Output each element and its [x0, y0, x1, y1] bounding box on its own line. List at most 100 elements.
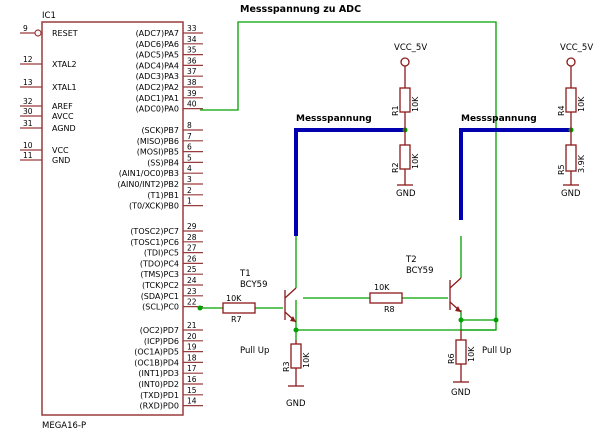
ic1-right-pin: 5 (SS)PB4	[147, 153, 203, 167]
r6-value: 10K	[467, 346, 476, 362]
ic1-right-pin: 29(TOSC2)PC7	[130, 222, 203, 236]
ic1-pin-name: AREF	[52, 102, 73, 111]
ic1-right-pin: 36(ADC4)PA4	[136, 56, 203, 70]
ic1-right-pin: 38(ADC2)PA2	[136, 78, 203, 92]
ic1-pin-number: 9	[23, 24, 28, 33]
ic1-right-pin: 14 (RXD)PD0	[139, 397, 203, 411]
ic1-pin-name: (SS)PB4	[147, 158, 179, 167]
resistor-r2: R2 10K	[391, 130, 420, 185]
gnd-r3: GND	[286, 385, 306, 409]
ic1-part: MEGA16-P	[42, 421, 86, 431]
ic1-pin-number: 27	[187, 244, 197, 253]
t1-emitter-arrow	[290, 316, 296, 322]
gnd-r3-label: GND	[286, 399, 306, 409]
ic1-pin-name: (T0/XCK)PB0	[129, 202, 179, 211]
ic1-pin-name: (OC1A)PD5	[134, 348, 179, 357]
junction-rail	[493, 317, 499, 323]
r8-value: 10K	[374, 283, 390, 292]
ic1-pin-name: (TXD)PD1	[140, 391, 179, 400]
ic1-pin-number: 11	[23, 151, 33, 160]
ic1-ref: IC1	[42, 11, 56, 21]
ic1-right-pin: 27 (TDI)PC5	[144, 244, 203, 258]
ic1-pin-name: VCC	[52, 146, 69, 155]
ic1-pin-name: (ADC0)PA0	[136, 105, 179, 114]
ic1-pin-name: (ADC2)PA2	[136, 83, 179, 92]
ic1-right-pin: 3(AIN0/INT2)PB2	[117, 175, 203, 189]
resistor-r1: R1 10K	[391, 70, 420, 130]
r1-value: 10K	[411, 96, 420, 112]
ic1-pin-name: (RXD)PD0	[139, 402, 179, 411]
ic1-pin-number: 35	[187, 46, 197, 55]
ic1-pin-name: GND	[52, 156, 70, 165]
ic1-pin-number: 18	[187, 353, 197, 362]
transistor-t2: T2 BCY59	[405, 255, 462, 313]
messspannung-label-2: Messspannung	[461, 114, 537, 124]
r3-ref: R3	[282, 361, 291, 372]
ic1-pin-number: 14	[187, 397, 197, 406]
t2-emitter-arrow	[455, 306, 461, 312]
ic1-pin-number: 1	[187, 197, 192, 206]
messspannung-bus-2	[459, 128, 571, 220]
ic1-pin-number: 4	[187, 164, 192, 173]
transistor-t1: T1 BCY59	[239, 269, 297, 323]
ic1-pin-number: 13	[23, 78, 33, 87]
r7-value: 10K	[226, 294, 242, 303]
ic1-pin-number: 31	[23, 119, 33, 128]
r4-value: 10K	[577, 96, 586, 112]
ic1-pin-name: (ADC1)PA1	[136, 94, 179, 103]
ic1-pin-name: (OC1B)PD4	[134, 358, 179, 367]
gnd-r6: GND	[451, 381, 471, 398]
ic1-pin-number: 34	[187, 35, 197, 44]
gnd-r5-label: GND	[561, 189, 581, 199]
ic1-pin-name: (ADC6)PA6	[136, 40, 179, 49]
ic1-pin-number: 10	[23, 141, 33, 150]
wires	[200, 21, 571, 340]
r7-ref: R7	[231, 315, 242, 324]
ic1-right-pin: 35(ADC5)PA5	[136, 46, 203, 60]
reset-inverter-dot	[34, 29, 42, 37]
ic1-left-pins: 9RESET12XTAL213XTAL132AREF30AVCC31AGND10…	[20, 24, 78, 165]
ic1-pin-number: 17	[187, 364, 197, 373]
ic1-pin-number: 19	[187, 343, 197, 352]
ic1-right-pin: 23 (SDA)PC1	[141, 287, 203, 301]
adc-title: Messspannung zu ADC	[240, 4, 361, 15]
t2-part: BCY59	[406, 266, 433, 276]
ic1-pin-number: 40	[187, 100, 197, 109]
ic1-pin-number: 39	[187, 89, 197, 98]
ic1-pin-number: 5	[187, 153, 192, 162]
ic1-right-pin: 37(ADC3)PA3	[136, 67, 203, 81]
r5-ref: R5	[557, 164, 566, 175]
ic1-pin-name: (SDA)PC1	[141, 292, 179, 301]
ic1-right-pin: 33(ADC7)PA7	[136, 24, 203, 38]
ic1-right-pin: 16(INT0)PD2	[138, 375, 203, 389]
resistor-r5: R5 3.9K	[557, 130, 586, 185]
ic1-pin-name: (TDI)PC5	[144, 249, 179, 258]
ic1-pin-number: 12	[23, 55, 33, 64]
messspannung-label-1: Messspannung	[296, 114, 372, 124]
ic1-pin-number: 8	[187, 121, 192, 130]
ic1-pin-number: 23	[187, 287, 197, 296]
r2-value: 10K	[411, 153, 420, 169]
ic1-pin-number: 15	[187, 386, 197, 395]
ic1-pin-number: 29	[187, 222, 197, 231]
resistor-r7: 10K R7	[222, 294, 256, 324]
ic1-right-pin: 8(SCK)PB7	[141, 121, 203, 135]
ic1-pin-name: AVCC	[52, 112, 74, 121]
resistor-r3: R3 10K	[282, 340, 311, 386]
ic1-right-pin: 19 (OC1A)PD5	[134, 343, 203, 357]
ic1-pin-number: 21	[187, 321, 197, 330]
r1-ref: R1	[391, 105, 400, 116]
ic1-pin-number: 26	[187, 254, 197, 263]
r2-ref: R2	[391, 162, 400, 173]
resistor-r8: 10K R8	[369, 283, 403, 314]
ic1-pin-name: (T1)PB1	[147, 191, 179, 200]
ic1-right-pin: 17(INT1)PD3	[138, 364, 203, 378]
ic1-pin-name: (INT0)PD2	[138, 380, 179, 389]
